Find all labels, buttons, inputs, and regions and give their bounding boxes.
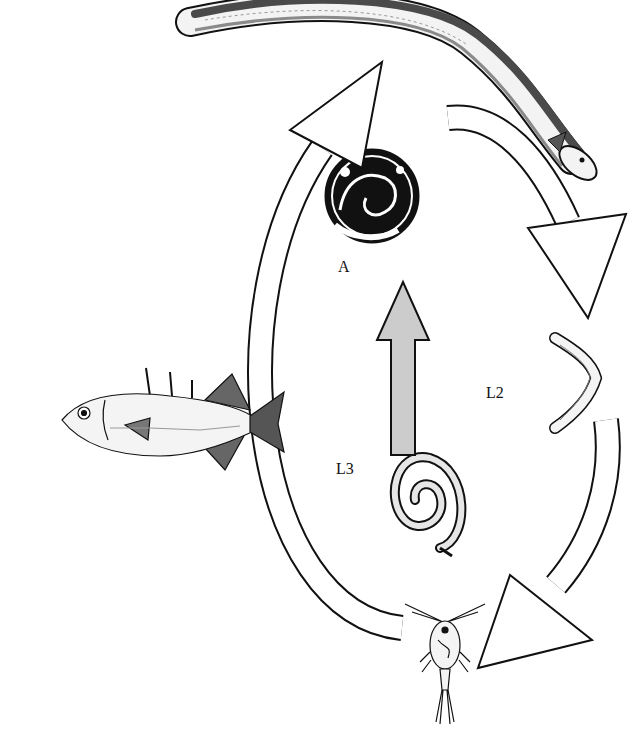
cycle-arrow: [260, 62, 402, 628]
l2-larva-drawing: [555, 338, 596, 428]
arrow-shaft-outline: [260, 148, 402, 628]
arrow-shaft: [448, 117, 568, 222]
arrow-shaft-outline: [448, 117, 568, 222]
copepod-cephalothorax: [430, 621, 460, 669]
l2-larva-gut: [560, 345, 590, 420]
adult-worm-drawing: [326, 150, 418, 242]
copepod-legs: [420, 652, 470, 672]
adult-worm-cuticle: [332, 156, 412, 236]
fish-drawing: [62, 368, 284, 470]
copepod-eye: [442, 627, 448, 633]
copepod-larva: [438, 640, 449, 658]
arrow-head: [478, 575, 592, 668]
l3-larva-outline: [395, 457, 462, 548]
fish-tail: [250, 392, 284, 452]
fish-spines: [146, 368, 192, 398]
arrow-head: [290, 62, 382, 168]
copepod-antennae: [405, 604, 485, 622]
fish-lateral-line: [110, 426, 240, 430]
eel-eye: [580, 158, 585, 163]
direct-arrow: [377, 282, 429, 455]
adult-worm-body: [326, 150, 418, 242]
l3-larva-drawing: [395, 457, 462, 556]
arrow-shaft: [556, 420, 608, 585]
l3-larva-body: [395, 457, 462, 548]
l3-larva-tail: [440, 548, 452, 556]
adult-worm-detail: [335, 225, 398, 237]
stage-label: L2: [486, 384, 504, 401]
adult-worm-gut: [340, 175, 396, 215]
stage-label: A: [338, 258, 350, 275]
fish-body: [62, 394, 252, 456]
copepod-drawing: [405, 604, 485, 724]
stage-label-holder: A: [338, 258, 350, 276]
adult-worm-detail: [396, 166, 404, 174]
stage-label-holder: L2: [486, 384, 504, 402]
copepod-abdomen: [440, 669, 450, 690]
l2-larva-body: [555, 338, 596, 428]
fish-eye: [78, 407, 90, 419]
eel-lateral-line: [205, 11, 466, 44]
arrow-head: [528, 214, 626, 318]
arrow-shaft-outline: [556, 420, 608, 585]
l2-larva-outline: [555, 338, 596, 428]
eel-pectoral-fin: [548, 132, 566, 152]
fish-pupil: [82, 411, 87, 416]
fish-gill: [103, 400, 108, 440]
arrow-shaft: [260, 148, 402, 628]
stage-label: L3: [336, 460, 354, 477]
stage-label-holder: L3: [336, 460, 354, 478]
direct-arrow-shape: [377, 282, 429, 455]
cycle-arrow: [478, 420, 608, 668]
copepod-furca: [436, 690, 454, 724]
cycle-arrow: [448, 117, 626, 318]
adult-worm-detail: [340, 167, 350, 177]
fish-pectoral-fin: [125, 418, 150, 440]
